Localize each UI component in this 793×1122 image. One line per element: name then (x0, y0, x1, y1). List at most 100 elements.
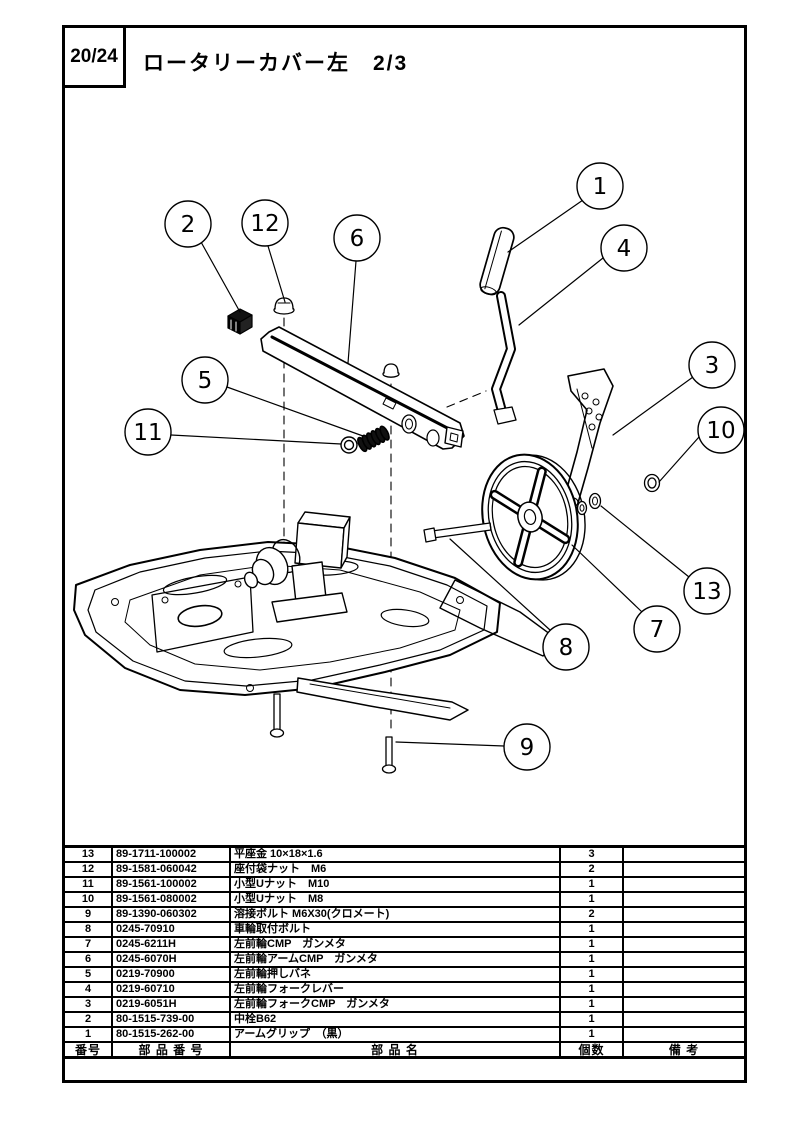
callout-12: 12 (241, 199, 289, 247)
arm-tube-drawing (260, 326, 465, 450)
cell-remarks (622, 1011, 747, 1028)
svg-text:13: 13 (692, 579, 721, 605)
cell-part-name: 小型Uナット M10 (229, 876, 561, 893)
cell-no: 13 (62, 845, 113, 863)
cell-part-name: 中栓B62 (229, 1011, 561, 1028)
table-row: 3 0219-6051H 左前輪フォークCMP ガンメタ 1 (62, 996, 747, 1013)
cell-remarks (622, 845, 747, 863)
svg-text:9: 9 (520, 735, 535, 761)
cell-no: 7 (62, 936, 113, 953)
cell-no: 5 (62, 966, 113, 983)
table-row: 4 0219-60710 左前輪フォークレバー 1 (62, 981, 747, 998)
u-nut-drawing (340, 436, 358, 454)
callout-7: 7 (633, 605, 681, 653)
cell-remarks (622, 936, 747, 953)
arm-grip-drawing (479, 226, 515, 296)
callout-13: 13 (683, 567, 731, 615)
cell-no: 6 (62, 951, 113, 968)
svg-text:12: 12 (250, 211, 279, 237)
cell-remarks (622, 891, 747, 908)
header-no: 番号 (62, 1041, 113, 1059)
cell-remarks (622, 921, 747, 938)
cell-part-no: 0245-70910 (111, 921, 231, 938)
cell-no: 3 (62, 996, 113, 1013)
cell-remarks (622, 906, 747, 923)
svg-text:5: 5 (198, 368, 213, 394)
cell-part-no: 89-1711-100002 (111, 845, 231, 863)
cell-qty: 1 (559, 936, 624, 953)
header-remarks: 備 考 (622, 1041, 747, 1059)
cell-part-name: 車輪取付ボルト (229, 921, 561, 938)
cell-part-name: 座付袋ナット M6 (229, 861, 561, 878)
spring-drawing (357, 425, 390, 453)
cell-qty: 1 (559, 921, 624, 938)
svg-text:2: 2 (181, 212, 196, 238)
table-row: 9 89-1390-060302 溶接ボルト M6X30(クロメート) 2 (62, 906, 747, 923)
cell-qty: 1 (559, 996, 624, 1013)
cell-part-no: 89-1390-060302 (111, 906, 231, 923)
table-row: 12 89-1581-060042 座付袋ナット M6 2 (62, 861, 747, 878)
table-row: 10 89-1561-080002 小型Uナット M8 1 (62, 891, 747, 908)
hub-gear-assembly-drawing (243, 511, 351, 623)
cell-part-name: 左前輪押しバネ (229, 966, 561, 983)
svg-text:3: 3 (705, 353, 720, 379)
cell-qty: 2 (559, 861, 624, 878)
wheel-drawing (481, 453, 586, 581)
cell-part-no: 0219-70900 (111, 966, 231, 983)
washers-drawing (576, 492, 602, 516)
table-row: 6 0245-6070H 左前輪アームCMP ガンメタ 1 (62, 951, 747, 968)
header-part-no: 部 品 番 号 (111, 1041, 231, 1059)
callout-3: 3 (688, 341, 736, 389)
cell-no: 1 (62, 1026, 113, 1043)
table-header-row: 番号 部 品 番 号 部 品 名 個数 備 考 (62, 1041, 747, 1059)
cell-remarks (622, 861, 747, 878)
cell-part-no: 89-1561-100002 (111, 876, 231, 893)
cell-qty: 1 (559, 876, 624, 893)
cell-part-no: 0245-6211H (111, 936, 231, 953)
leader-lines (170, 199, 700, 747)
callout-1: 1 (576, 162, 624, 210)
cell-part-no: 0219-6051H (111, 996, 231, 1013)
table-row: 13 89-1711-100002 平座金 10×18×1.6 3 (62, 845, 747, 863)
cell-part-name: 溶接ボルト M6X30(クロメート) (229, 906, 561, 923)
cell-no: 11 (62, 876, 113, 893)
cell-part-no: 0219-60710 (111, 981, 231, 998)
table-row: 8 0245-70910 車輪取付ボルト 1 (62, 921, 747, 938)
cell-no: 4 (62, 981, 113, 998)
cell-qty: 1 (559, 1026, 624, 1043)
page-number: 20/24 (70, 45, 118, 67)
cell-part-name: 左前輪アームCMP ガンメタ (229, 951, 561, 968)
plug-drawing (227, 308, 253, 335)
cell-remarks (622, 1026, 747, 1043)
cell-remarks (622, 966, 747, 983)
callout-9: 9 (503, 723, 551, 771)
callout-4: 4 (600, 224, 648, 272)
cell-part-no: 89-1561-080002 (111, 891, 231, 908)
header-qty: 個数 (559, 1041, 624, 1059)
callout-11: 11 (124, 408, 172, 456)
cell-part-no: 0245-6070H (111, 951, 231, 968)
fork-lever-drawing (491, 291, 517, 425)
cell-part-no: 80-1515-262-00 (111, 1026, 231, 1043)
cell-part-name: アームグリップ （黒） (229, 1026, 561, 1043)
cell-part-name: 左前輪フォークレバー (229, 981, 561, 998)
callout-5: 5 (181, 356, 229, 404)
cell-no: 9 (62, 906, 113, 923)
callout-balloons: 1 2 12 6 4 3 1 (124, 162, 745, 771)
welded-bolts-drawing (269, 693, 397, 774)
cell-part-no: 89-1581-060042 (111, 861, 231, 878)
wheel-bolt-drawing (423, 522, 492, 543)
cell-qty: 1 (559, 951, 624, 968)
cell-remarks (622, 951, 747, 968)
cell-no: 12 (62, 861, 113, 878)
cell-no: 2 (62, 1011, 113, 1028)
header-part-name: 部 品 名 (229, 1041, 561, 1059)
svg-text:10: 10 (706, 418, 735, 444)
table-row: 2 80-1515-739-00 中栓B62 1 (62, 1011, 747, 1028)
table-row: 1 80-1515-262-00 アームグリップ （黒） 1 (62, 1026, 747, 1043)
cell-part-name: 平座金 10×18×1.6 (229, 845, 561, 863)
svg-text:4: 4 (617, 236, 632, 262)
page-number-box: 20/24 (62, 25, 126, 88)
cell-qty: 1 (559, 891, 624, 908)
